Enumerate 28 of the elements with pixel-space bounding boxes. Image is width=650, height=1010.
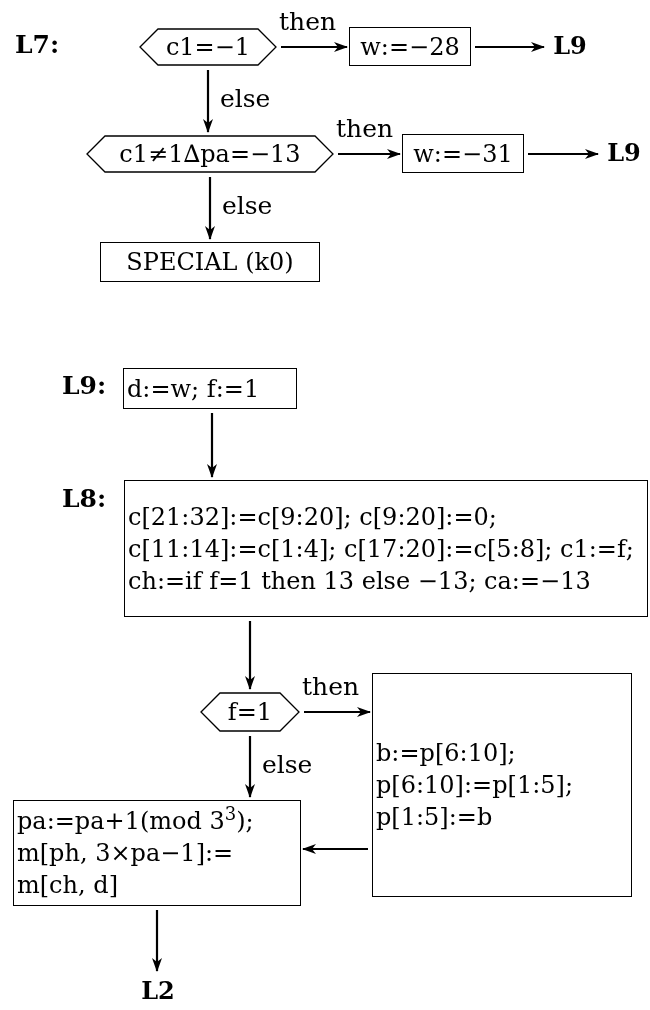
decision-hexagon: c1=−1: [139, 28, 277, 66]
process-box: SPECIAL (k0): [100, 242, 320, 282]
process-box: w:=−28: [349, 27, 471, 66]
jump-label: L9: [546, 28, 594, 64]
decision-hexagon: f=1: [200, 692, 300, 732]
process-box: pa:=pa+1(mod 3$^{3}$); m[ph, 3×pa−1]:= m[ch, d]: [13, 800, 301, 906]
process-box: b:=p[6:10]; p[6:10]:=p[1:5]; p[1:5]:=b: [372, 673, 632, 897]
arrow: [203, 70, 213, 133]
arrow: [304, 707, 371, 717]
process-box: d:=w; f:=1: [123, 368, 297, 409]
step-label: L9:: [62, 370, 107, 402]
process-box: c[21:32]:=c[9:20]; c[9:20]:=0; c[11:14]:=c[1:4]; c[17:20]:=c[5:8]; c1:=f; ch:=if f=1 then 13 else −13; ca:=−13: [124, 480, 648, 617]
arrow: [528, 149, 599, 159]
arrow: [207, 413, 217, 478]
arrow: [338, 149, 401, 159]
jump-label: L9: [600, 135, 648, 171]
arrow: [245, 736, 255, 798]
decision-hexagon: c1≠1∆pa=−13: [86, 135, 334, 173]
arrow: [152, 910, 162, 972]
arrow: [475, 42, 545, 52]
jump-label: L2: [134, 974, 182, 1008]
arrow: [245, 621, 255, 690]
arrow: [281, 42, 348, 52]
step-label: L7:: [15, 29, 60, 61]
arrow: [205, 177, 215, 240]
arrow: [302, 844, 368, 854]
process-box: w:=−31: [402, 134, 524, 173]
step-label: L8:: [62, 483, 107, 515]
